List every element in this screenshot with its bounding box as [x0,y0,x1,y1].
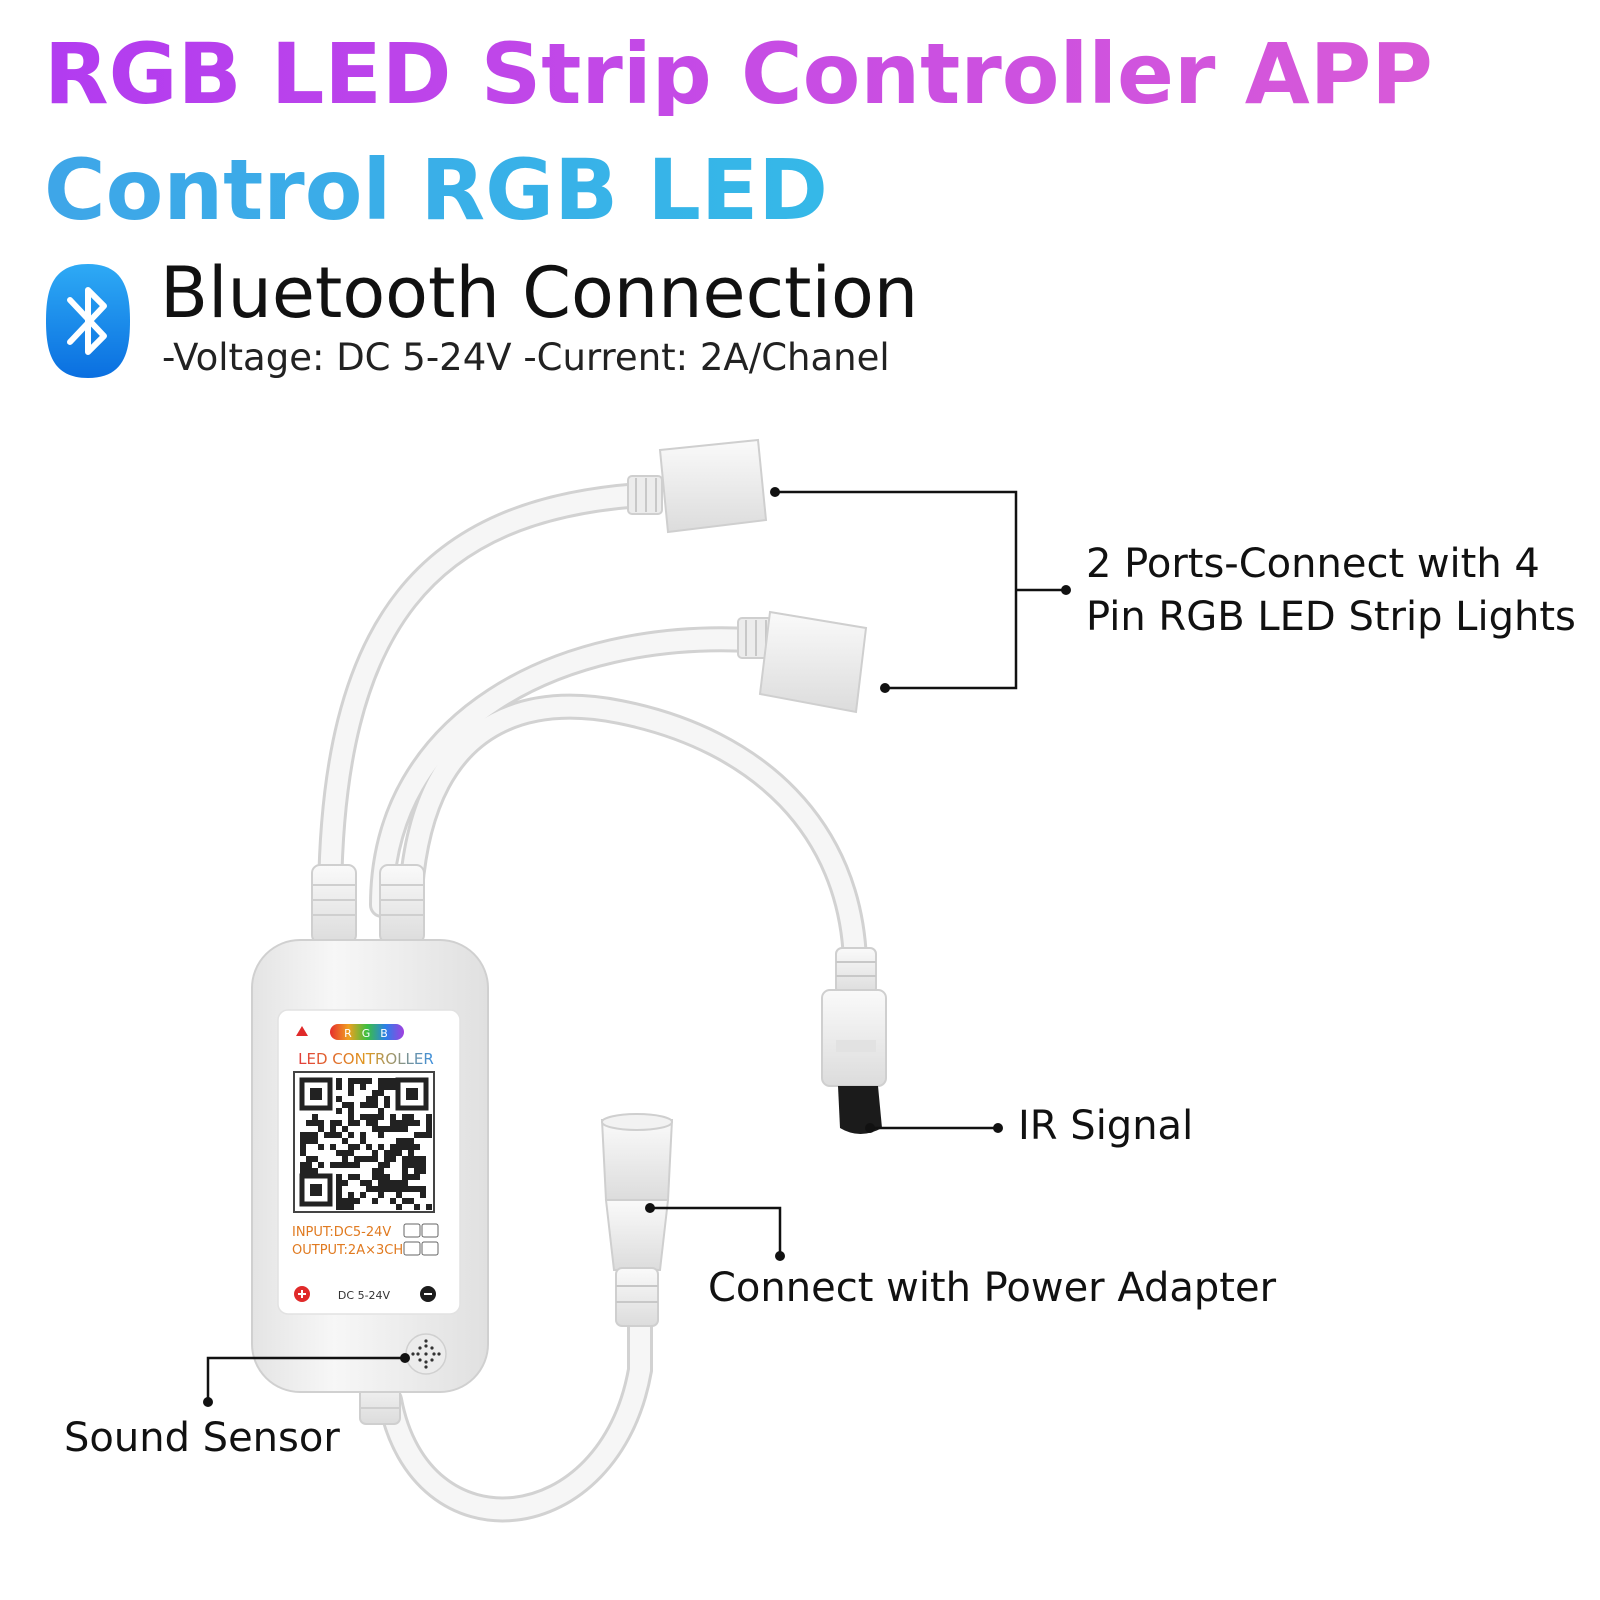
callout-sound-sensor: Sound Sensor [64,1415,340,1461]
rgb-r-label: R [344,1027,352,1040]
callout-power-adapter: Connect with Power Adapter [708,1265,1277,1311]
cables [317,482,868,1523]
callout-dots [203,487,1071,1407]
dc-jack [600,1113,674,1327]
device-name-label: LED CONTROLLER [298,1050,434,1068]
strain-relief-left [311,864,357,944]
warning-triangle-icon [296,1026,308,1036]
specs-text: -Voltage: DC 5-24V -Current: 2A/Chanel [162,336,890,379]
output-rating-label: OUTPUT:2A×3CH [292,1243,403,1258]
ir-receiver [821,947,887,1134]
callout-ir-signal: IR Signal [1018,1103,1194,1149]
qr-code [293,1071,435,1213]
rgb-g-label: G [362,1027,371,1040]
certification-marks [403,1223,439,1256]
title-line-1: RGB LED Strip Controller APP [44,25,1433,123]
callout-leaders [206,490,1066,1402]
rgb-port-1 [627,438,768,534]
callout-ports-line-2: Pin RGB LED Strip Lights [1086,593,1576,640]
controller-box: R G B LED CONTROLLER INPUT:DC5-24V OUTPU… [251,939,489,1393]
title-line-2: Control RGB LED [44,141,829,239]
bluetooth-icon [46,264,130,378]
input-rating-label: INPUT:DC5-24V [292,1225,391,1240]
strain-relief-right [379,864,425,944]
dc-rating-label: DC 5-24V [338,1289,391,1302]
callout-ports-line-1: 2 Ports-Connect with 4 [1086,541,1540,587]
sound-sensor-grille [405,1333,447,1375]
rgb-b-label: B [380,1027,388,1040]
bluetooth-heading: Bluetooth Connection [160,252,919,334]
callout-ports: 2 Ports-Connect with 4 Pin RGB LED Strip… [1086,538,1576,644]
rgb-port-2 [737,610,868,714]
